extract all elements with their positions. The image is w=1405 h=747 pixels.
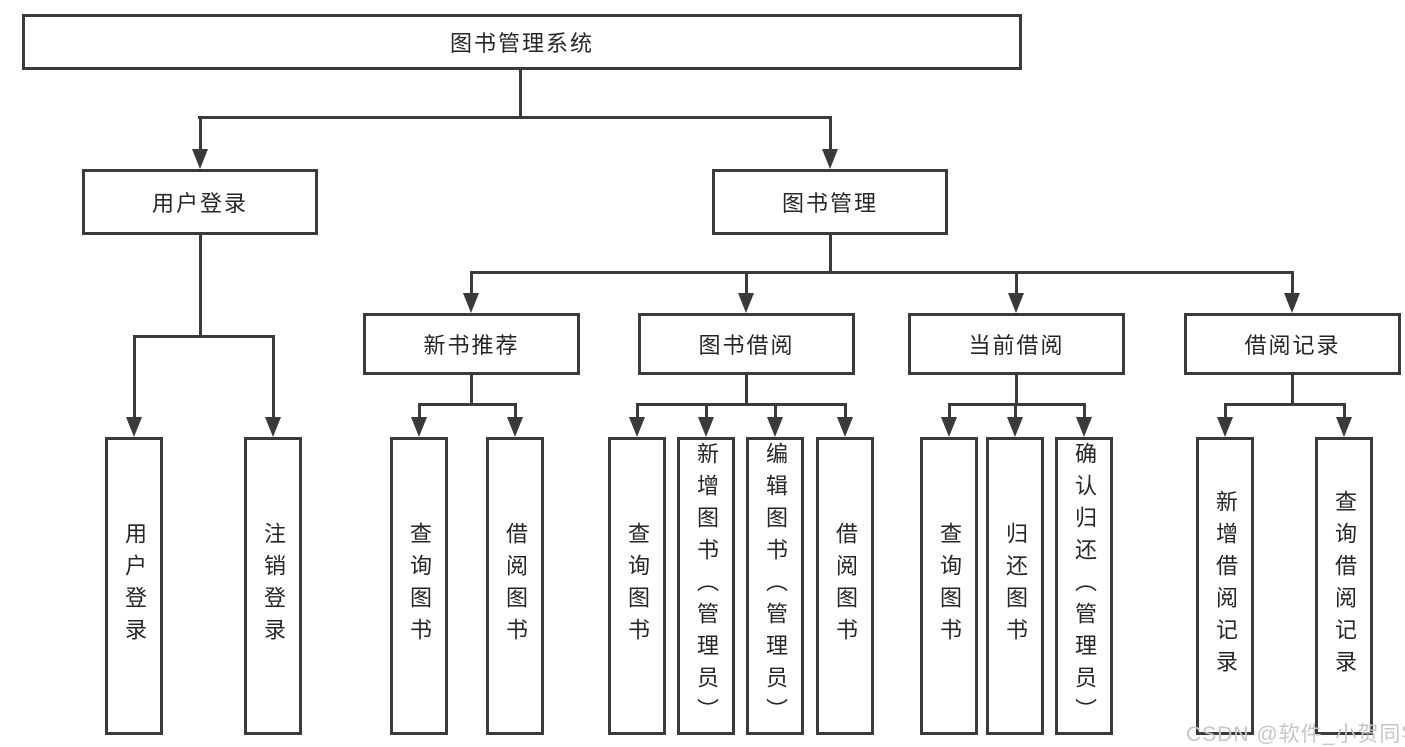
connector-line bbox=[774, 403, 777, 417]
node-current-borrow: 当前借阅 bbox=[908, 313, 1125, 375]
node-leaf-record-query-label: 查询借阅记录 bbox=[1332, 490, 1357, 682]
node-leaf-borrow-borrow-book: 借阅图书 bbox=[816, 437, 874, 735]
connector-line bbox=[133, 335, 136, 417]
node-leaf-borrow-query-book: 查询图书 bbox=[608, 437, 666, 735]
connector-line bbox=[1015, 375, 1018, 406]
node-leaf-borrow-query-book-label: 查询图书 bbox=[625, 522, 650, 650]
arrowhead-down bbox=[411, 417, 427, 437]
arrowhead-down bbox=[507, 417, 523, 437]
node-leaf-current-query-book-label: 查询图书 bbox=[937, 522, 962, 650]
node-leaf-borrow-add-book: 新增图书（管理员） bbox=[677, 437, 735, 735]
node-leaf-record-add: 新增借阅记录 bbox=[1196, 437, 1254, 735]
node-root: 图书管理系统 bbox=[22, 14, 1022, 70]
connector-line bbox=[636, 403, 847, 406]
node-leaf-record-query: 查询借阅记录 bbox=[1315, 437, 1373, 735]
node-new-book-recommend: 新书推荐 bbox=[363, 313, 580, 375]
connector-line bbox=[1291, 375, 1294, 406]
connector-line bbox=[418, 403, 517, 406]
node-borrow-record: 借阅记录 bbox=[1184, 313, 1401, 375]
connector-line bbox=[636, 403, 639, 417]
arrowhead-down bbox=[192, 149, 208, 169]
connector-line bbox=[1014, 403, 1017, 417]
arrowhead-down bbox=[265, 417, 281, 437]
node-leaf-current-confirm-return-label: 确认归还（管理员） bbox=[1072, 442, 1097, 730]
arrowhead-down bbox=[1076, 417, 1092, 437]
arrowhead-down bbox=[767, 417, 783, 437]
connector-line bbox=[470, 271, 1294, 274]
connector-line bbox=[948, 403, 951, 417]
connector-line bbox=[1015, 271, 1018, 293]
connector-line bbox=[1343, 403, 1346, 417]
connector-line bbox=[133, 335, 275, 338]
node-book-manage: 图书管理 bbox=[712, 169, 948, 235]
node-leaf-user-login: 用户登录 bbox=[105, 437, 163, 735]
arrowhead-down bbox=[822, 149, 838, 169]
connector-line bbox=[705, 403, 708, 417]
arrowhead-down bbox=[1008, 293, 1024, 313]
node-user-login: 用户登录 bbox=[82, 169, 318, 235]
connector-line bbox=[470, 375, 473, 406]
node-book-manage-label: 图书管理 bbox=[781, 191, 878, 216]
connector-line bbox=[829, 234, 832, 274]
node-leaf-user-login-label: 用户登录 bbox=[122, 522, 147, 650]
connector-line bbox=[198, 116, 831, 119]
connector-line bbox=[745, 375, 748, 406]
node-book-borrow: 图书借阅 bbox=[638, 313, 855, 375]
arrowhead-down bbox=[463, 293, 479, 313]
node-leaf-current-return-book: 归还图书 bbox=[986, 437, 1044, 735]
node-leaf-recommend-query-book-label: 查询图书 bbox=[407, 522, 432, 650]
arrowhead-down bbox=[1336, 417, 1352, 437]
node-borrow-record-label: 借阅记录 bbox=[1244, 333, 1341, 358]
arrowhead-down bbox=[941, 417, 957, 437]
node-leaf-record-add-label: 新增借阅记录 bbox=[1213, 490, 1238, 682]
arrowhead-down bbox=[738, 293, 754, 313]
node-root-label: 图书管理系统 bbox=[449, 31, 594, 56]
node-leaf-current-return-book-label: 归还图书 bbox=[1003, 522, 1028, 650]
node-book-borrow-label: 图书借阅 bbox=[698, 333, 795, 358]
connector-line bbox=[1291, 271, 1294, 293]
connector-line bbox=[199, 116, 202, 149]
arrowhead-down bbox=[837, 417, 853, 437]
connector-line bbox=[829, 116, 832, 149]
connector-line bbox=[514, 403, 517, 417]
node-leaf-borrow-edit-book: 编辑图书（管理员） bbox=[746, 437, 804, 735]
arrowhead-down bbox=[629, 417, 645, 437]
arrowhead-down bbox=[698, 417, 714, 437]
connector-line bbox=[1224, 403, 1227, 417]
connector-line bbox=[745, 271, 748, 293]
node-leaf-borrow-borrow-book-label: 借阅图书 bbox=[833, 522, 858, 650]
arrowhead-down bbox=[1217, 417, 1233, 437]
node-new-book-recommend-label: 新书推荐 bbox=[423, 333, 520, 358]
connector-line bbox=[1083, 403, 1086, 417]
node-leaf-logout: 注销登录 bbox=[244, 437, 302, 735]
connector-line bbox=[418, 403, 421, 417]
arrowhead-down bbox=[1007, 417, 1023, 437]
connector-line bbox=[948, 403, 1086, 406]
connector-line bbox=[1224, 403, 1346, 406]
node-leaf-logout-label: 注销登录 bbox=[261, 522, 286, 650]
node-leaf-current-query-book: 查询图书 bbox=[920, 437, 978, 735]
node-current-borrow-label: 当前借阅 bbox=[968, 333, 1065, 358]
node-user-login-label: 用户登录 bbox=[151, 191, 248, 216]
connector-line bbox=[199, 234, 202, 338]
node-leaf-recommend-borrow-book: 借阅图书 bbox=[486, 437, 544, 735]
connector-line bbox=[470, 271, 473, 293]
arrowhead-down bbox=[1284, 293, 1300, 313]
connector-line bbox=[844, 403, 847, 417]
node-leaf-recommend-query-book: 查询图书 bbox=[390, 437, 448, 735]
node-leaf-current-confirm-return: 确认归还（管理员） bbox=[1055, 437, 1113, 735]
node-leaf-borrow-edit-book-label: 编辑图书（管理员） bbox=[763, 442, 788, 730]
node-leaf-recommend-borrow-book-label: 借阅图书 bbox=[503, 522, 528, 650]
node-leaf-borrow-add-book-label: 新增图书（管理员） bbox=[694, 442, 719, 730]
arrowhead-down bbox=[126, 417, 142, 437]
watermark: CSDN @软件_小贺同学 bbox=[1186, 723, 1405, 746]
connector-line bbox=[519, 69, 522, 119]
connector-line bbox=[272, 335, 275, 417]
